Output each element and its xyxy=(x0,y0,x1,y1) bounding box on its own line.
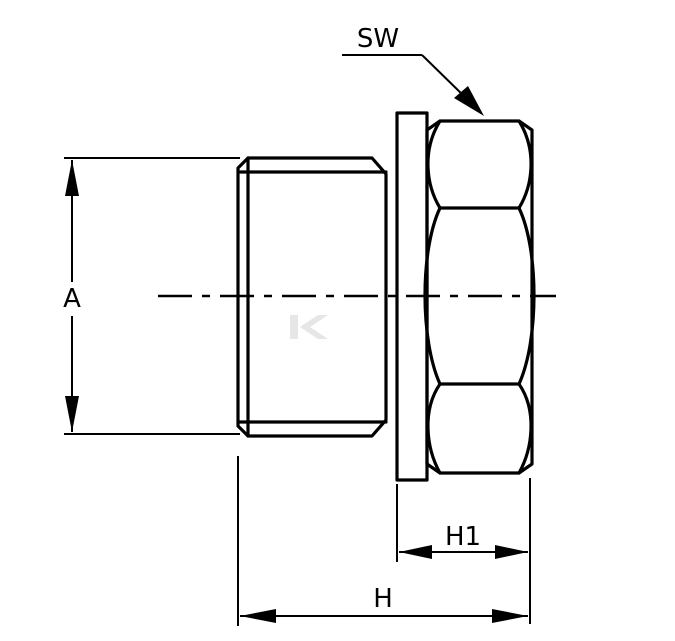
dimension-a xyxy=(58,157,240,435)
sw-label: SW xyxy=(357,24,399,54)
watermark-logo xyxy=(290,315,328,339)
dimension-a-label: A xyxy=(63,284,81,314)
dimension-h1-label: H1 xyxy=(445,522,481,552)
dimension-h-label: H xyxy=(373,584,393,614)
dimension-h1 xyxy=(396,478,531,624)
dimension-h xyxy=(237,456,528,626)
sw-leader xyxy=(342,54,484,116)
